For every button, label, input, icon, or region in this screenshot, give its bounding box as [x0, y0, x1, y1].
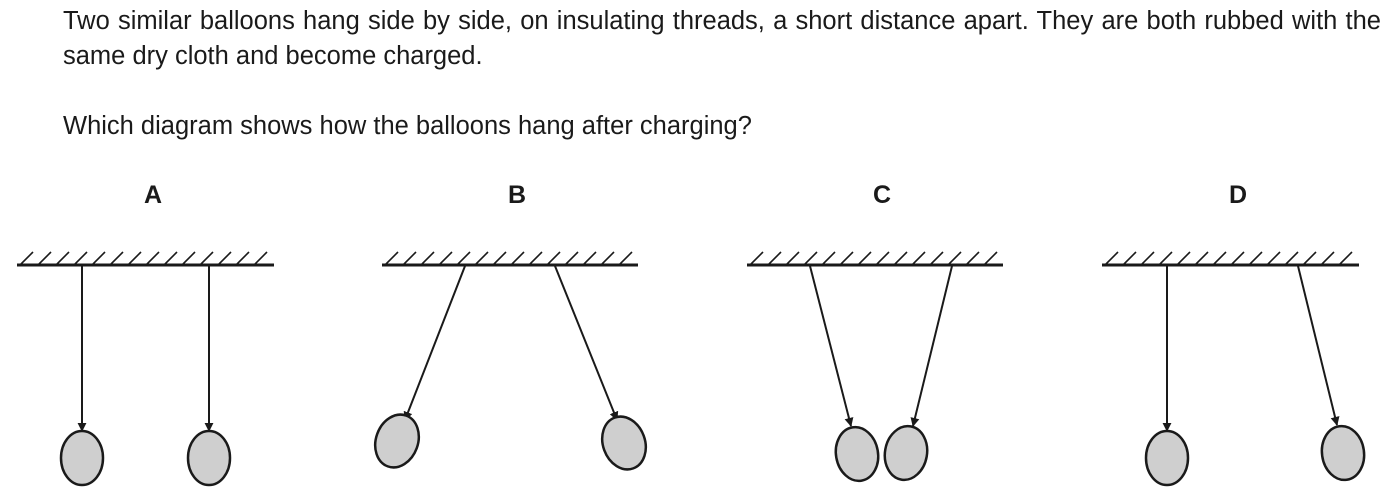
- ceiling-d: [1102, 251, 1359, 267]
- question-prompt: Which diagram shows how the balloons han…: [63, 112, 752, 140]
- balloon-c-left: [834, 425, 880, 483]
- balloon-c-right: [883, 424, 929, 482]
- balloon-b-left: [373, 413, 421, 469]
- option-b[interactable]: B: [368, 181, 653, 476]
- balloon-d-right: [1320, 424, 1366, 482]
- thread-b-left: [403, 265, 466, 421]
- thread-c-left: [809, 265, 854, 427]
- option-c[interactable]: C: [747, 181, 1003, 484]
- option-a[interactable]: A: [17, 181, 274, 487]
- question-stem: Two similar balloons hang side by side, …: [63, 7, 1381, 70]
- balloon-a-left: [59, 429, 105, 487]
- thread-d-right: [1297, 265, 1340, 426]
- option-label-d: D: [1229, 181, 1247, 209]
- option-label-c: C: [873, 181, 891, 209]
- thread-b-right: [554, 265, 619, 421]
- option-label-a: A: [144, 181, 162, 209]
- thread-c-right: [910, 265, 953, 427]
- balloon-b-right: [600, 415, 648, 471]
- ceiling-b: [382, 251, 638, 267]
- option-d[interactable]: D: [1102, 181, 1368, 487]
- option-label-b: B: [508, 181, 526, 209]
- balloon-a-right: [186, 429, 232, 487]
- ceiling-a: [17, 251, 274, 267]
- balloon-d-left: [1144, 429, 1190, 487]
- ceiling-c: [747, 251, 1003, 267]
